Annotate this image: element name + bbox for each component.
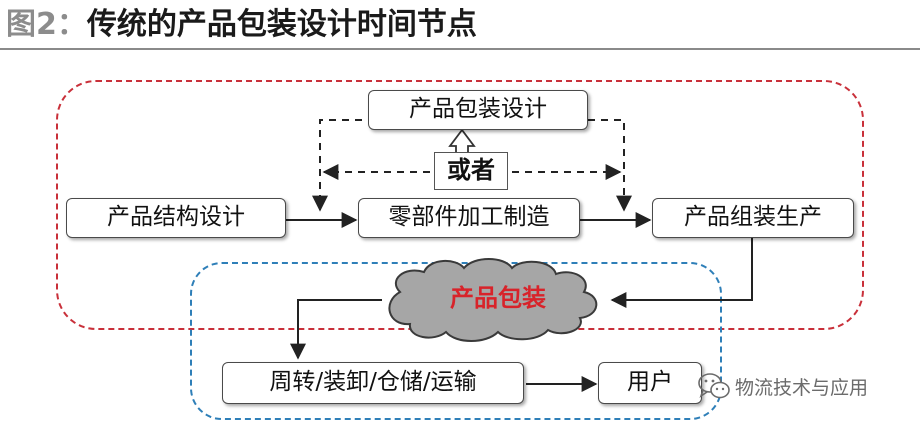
arrow-packaging-to-logistics	[290, 299, 382, 360]
dashed-design-to-assembly	[588, 119, 632, 212]
dashed-design-to-parts	[312, 119, 362, 212]
node-packaging-design: 产品包装设计	[368, 90, 588, 130]
wechat-icon	[698, 373, 730, 399]
node-assembly-production: 产品组装生产	[652, 198, 854, 238]
watermark-text: 物流技术与应用	[735, 376, 869, 399]
node-structure-design: 产品结构设计	[66, 198, 286, 238]
node-parts-manufacturing: 零部件加工制造	[358, 198, 580, 238]
packaging-cloud-shape	[388, 258, 598, 342]
or-label: 或者	[434, 152, 508, 190]
hollow-up-arrow	[448, 128, 476, 155]
watermark: 物流技术与应用	[697, 371, 868, 401]
figure-title: 图2：传统的产品包装设计时间节点	[6, 4, 477, 46]
node-logistics: 周转/装卸/仓储/运输	[222, 362, 524, 404]
arrow-assembly-to-packaging	[610, 238, 753, 308]
title-divider	[0, 48, 920, 50]
figure-title-text: 传统的产品包装设计时间节点	[86, 7, 477, 42]
node-user: 用户	[598, 362, 702, 404]
node-packaging: 产品包装	[450, 284, 546, 312]
figure-number: 图2：	[6, 7, 87, 42]
